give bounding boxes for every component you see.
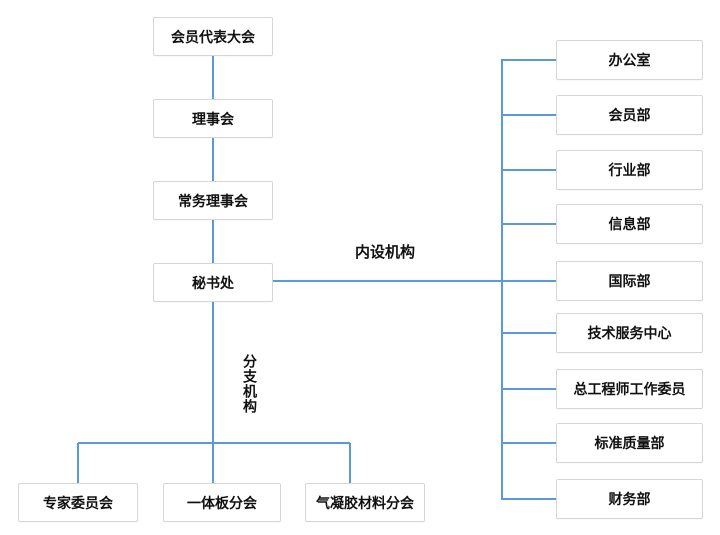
connector-chain-3 xyxy=(212,220,214,263)
connector-branch-panel xyxy=(212,443,214,483)
branch-expert-committee: 专家委员会 xyxy=(18,483,138,522)
connector-dept-membership xyxy=(501,114,556,116)
connector-branch-bus xyxy=(78,442,350,444)
connector-chain-branch-trunk xyxy=(212,302,214,443)
dept-information: 信息部 xyxy=(556,204,703,244)
connector-secretariat-internal xyxy=(273,280,502,282)
connector-branch-aerogel xyxy=(349,443,351,483)
connector-internal-trunk xyxy=(501,59,503,500)
dept-tech-service-center: 技术服务中心 xyxy=(556,313,703,353)
node-secretariat: 秘书处 xyxy=(153,263,273,302)
label-internal-organs: 内设机构 xyxy=(354,244,415,261)
dept-office: 办公室 xyxy=(556,40,703,80)
connector-dept-industry xyxy=(501,169,556,171)
dept-finance: 财务部 xyxy=(556,479,703,519)
node-standing-council: 常务理事会 xyxy=(153,181,273,220)
connector-dept-finance xyxy=(501,498,556,500)
connector-chain-1 xyxy=(212,56,214,99)
connector-dept-tech-service xyxy=(501,332,556,334)
dept-membership: 会员部 xyxy=(556,95,703,135)
dept-industry: 行业部 xyxy=(556,150,703,190)
connector-dept-chief-engineer xyxy=(501,388,556,390)
dept-chief-engineer-committee: 总工程师工作委员 xyxy=(556,369,703,409)
connector-dept-standards xyxy=(501,442,556,444)
connector-dept-office xyxy=(501,59,556,61)
dept-standards-quality: 标准质量部 xyxy=(556,423,703,463)
branch-aerogel-materials: 气凝胶材料分会 xyxy=(305,483,425,522)
branch-integrated-panel: 一体板分会 xyxy=(163,483,281,522)
connector-dept-information xyxy=(501,223,556,225)
connector-dept-international xyxy=(501,280,556,282)
node-member-congress: 会员代表大会 xyxy=(153,17,273,56)
connector-chain-2 xyxy=(212,138,214,181)
label-branch-organs: 分支机构 xyxy=(242,354,258,414)
node-council: 理事会 xyxy=(153,99,273,138)
connector-branch-expert xyxy=(77,443,79,483)
dept-international: 国际部 xyxy=(556,261,703,301)
